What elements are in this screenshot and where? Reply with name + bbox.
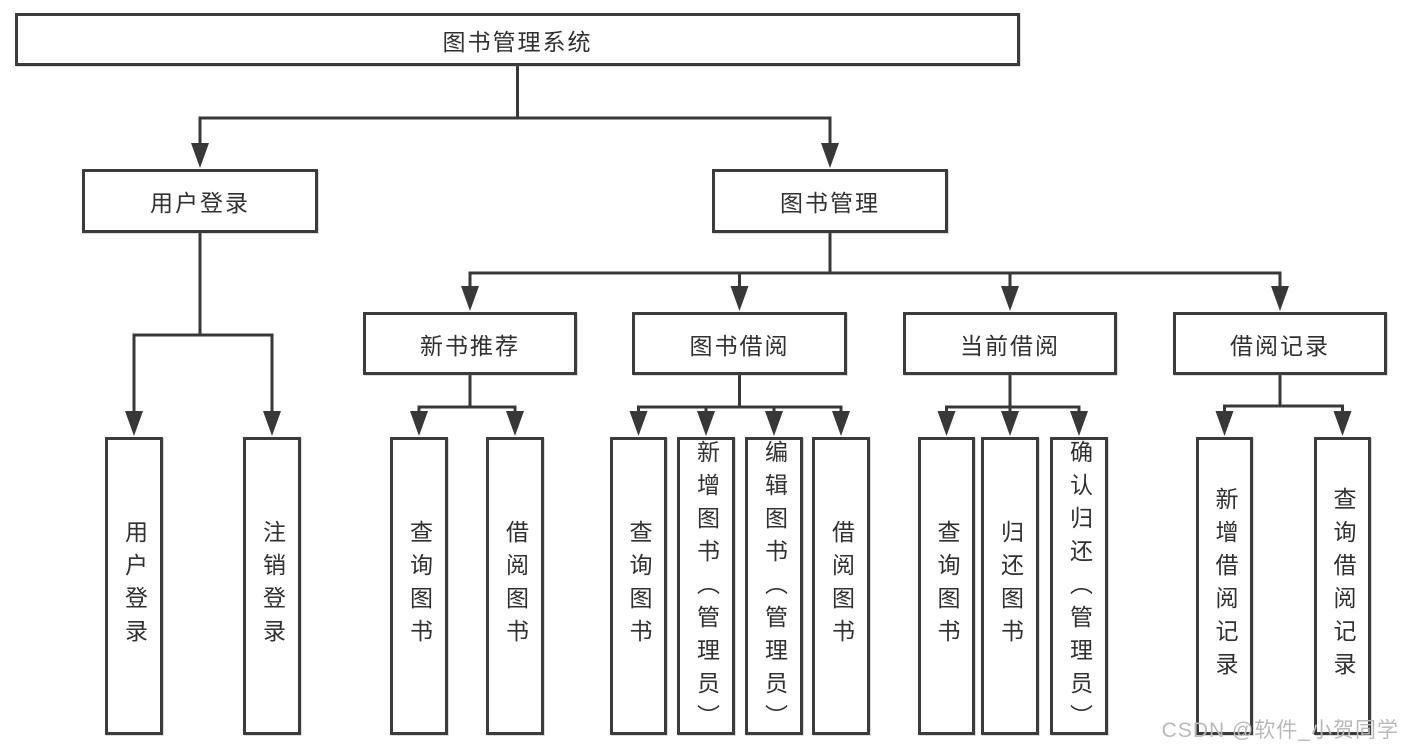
node-leaf-query-books-borrowing: 查询图书 [610, 437, 667, 735]
node-root-system: 图书管理系统 [15, 13, 1020, 66]
node-leaf-borrow-books-recommend: 借阅图书 [486, 437, 544, 735]
arrowhead-icon [1271, 286, 1289, 311]
connector-book-management [461, 229, 1289, 311]
arrowhead-icon [125, 411, 143, 436]
connector-new-book-recommendation [410, 371, 524, 436]
node-borrowing-records: 借阅记录 [1173, 312, 1387, 375]
connector-user-login [125, 229, 281, 436]
node-leaf-add-books-admin: 新增图书（管理员） [677, 437, 735, 737]
arrowhead-icon [191, 143, 209, 168]
arrowhead-icon [263, 411, 281, 436]
arrowhead-icon [461, 286, 479, 311]
node-label: 查询图书 [626, 520, 652, 652]
node-label: 图书管理系统 [442, 28, 593, 55]
node-leaf-edit-books-admin: 编辑图书（管理员） [745, 437, 803, 737]
arrowhead-icon [937, 411, 956, 436]
arrowhead-icon [506, 411, 524, 436]
node-label: 新增借阅记录 [1212, 487, 1238, 685]
node-leaf-user-login: 用户登录 [105, 437, 163, 735]
arrowhead-icon [730, 286, 749, 311]
node-leaf-query-borrow-record: 查询借阅记录 [1314, 437, 1371, 735]
connector-borrowing-records [1215, 371, 1352, 436]
node-label: 借阅图书 [828, 520, 855, 652]
arrowhead-icon [1001, 286, 1019, 311]
node-label: 编辑图书（管理员） [761, 440, 788, 737]
node-leaf-add-borrow-record: 新增借阅记录 [1196, 437, 1253, 735]
node-leaf-borrow-books-borrowing: 借阅图书 [812, 437, 870, 735]
arrowhead-icon [1070, 411, 1088, 436]
node-new-book-recommendation: 新书推荐 [363, 312, 577, 375]
watermark-text: CSDN @软件_小贺同学 [1161, 719, 1399, 742]
node-label: 图书管理 [780, 190, 880, 216]
node-label: 借阅记录 [1230, 332, 1330, 359]
node-label: 用户登录 [121, 520, 148, 652]
node-user-login: 用户登录 [82, 169, 318, 233]
node-label: 查询图书 [934, 520, 960, 652]
node-leaf-return-books: 归还图书 [981, 437, 1039, 735]
node-label: 确认归还（管理员） [1066, 440, 1093, 737]
node-leaf-query-books-current: 查询图书 [918, 437, 975, 735]
connector-current-borrowing [937, 371, 1088, 436]
node-label: 新增图书（管理员） [693, 440, 720, 737]
node-label: 当前借阅 [960, 332, 1060, 359]
arrowhead-icon [697, 411, 715, 436]
node-label: 图书借阅 [689, 332, 790, 359]
node-label: 查询图书 [406, 520, 433, 652]
arrowhead-icon [629, 411, 648, 436]
node-current-borrowing: 当前借阅 [903, 312, 1117, 375]
node-label: 新书推荐 [420, 332, 520, 359]
connector-book-borrowing [629, 371, 850, 436]
arrowhead-icon [1215, 411, 1234, 436]
arrowhead-icon [1001, 411, 1019, 436]
node-leaf-logout: 注销登录 [243, 437, 301, 735]
node-leaf-confirm-return-admin: 确认归还（管理员） [1050, 437, 1108, 737]
arrowhead-icon [765, 411, 783, 436]
node-label: 借阅图书 [502, 520, 529, 652]
arrowhead-icon [821, 143, 839, 168]
arrowhead-icon [410, 411, 428, 436]
node-label: 注销登录 [259, 520, 286, 652]
arrowhead-icon [1333, 411, 1352, 436]
node-book-management: 图书管理 [712, 169, 948, 233]
node-book-borrowing: 图书借阅 [632, 312, 847, 375]
arrowhead-icon [832, 411, 850, 436]
connector-root-system [191, 62, 839, 168]
node-label: 归还图书 [997, 520, 1024, 652]
node-leaf-query-books-recommend: 查询图书 [390, 437, 448, 735]
node-label: 查询借阅记录 [1330, 487, 1356, 685]
node-label: 用户登录 [150, 190, 250, 216]
